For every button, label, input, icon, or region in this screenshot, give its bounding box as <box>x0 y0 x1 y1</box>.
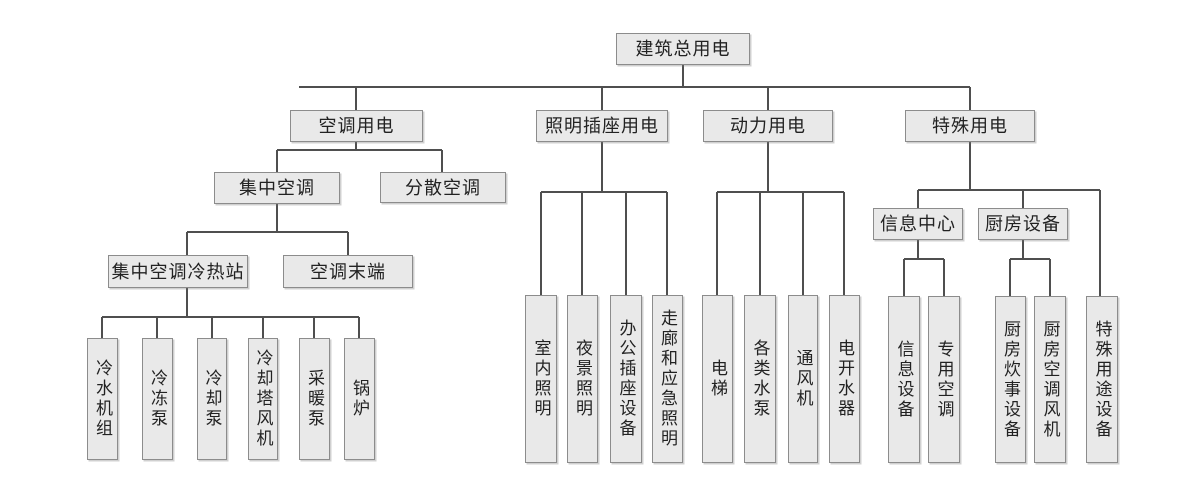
node-kitchen-cooking-equipment: 厨房炊事设备 <box>995 296 1026 463</box>
node-office-socket-equipment: 办公插座设备 <box>610 295 642 463</box>
node-lighting-socket-power: 照明插座用电 <box>536 110 668 142</box>
node-cooling-tower-fan: 冷却塔风机 <box>248 338 278 460</box>
node-kitchen-ac-fan: 厨房空调风机 <box>1034 296 1066 463</box>
node-motive-power: 动力用电 <box>703 110 833 142</box>
node-nightscape-lighting: 夜景照明 <box>567 295 598 463</box>
node-split-ac: 分散空调 <box>380 172 506 203</box>
node-ventilation-fan: 通风机 <box>788 295 818 463</box>
node-water-pumps: 各类水泵 <box>744 295 776 463</box>
node-kitchen-equipment: 厨房设备 <box>978 208 1068 240</box>
node-info-center: 信息中心 <box>873 208 963 240</box>
node-heating-pump: 采暖泵 <box>299 338 330 460</box>
node-central-ac-plant: 集中空调冷热站 <box>108 255 248 288</box>
node-central-ac: 集中空调 <box>214 172 340 204</box>
node-chiller-unit: 冷水机组 <box>87 338 118 460</box>
node-info-equipment: 信息设备 <box>888 296 920 463</box>
node-building-total-power: 建筑总用电 <box>616 33 750 65</box>
node-elevator: 电梯 <box>702 295 733 463</box>
node-boiler: 锅炉 <box>344 338 375 460</box>
node-corridor-emergency-lighting: 走廊和应急照明 <box>652 295 683 463</box>
node-ac-terminal: 空调末端 <box>283 255 413 288</box>
node-special-power: 特殊用电 <box>905 110 1035 142</box>
node-chilled-water-pump: 冷冻泵 <box>142 338 173 460</box>
node-indoor-lighting: 室内照明 <box>525 295 557 463</box>
node-hvac-power: 空调用电 <box>290 110 423 142</box>
node-dedicated-ac: 专用空调 <box>928 296 960 463</box>
node-special-purpose-equipment: 特殊用途设备 <box>1086 296 1118 463</box>
node-electric-water-heater: 电开水器 <box>829 295 860 463</box>
node-cooling-water-pump: 冷却泵 <box>197 338 227 460</box>
